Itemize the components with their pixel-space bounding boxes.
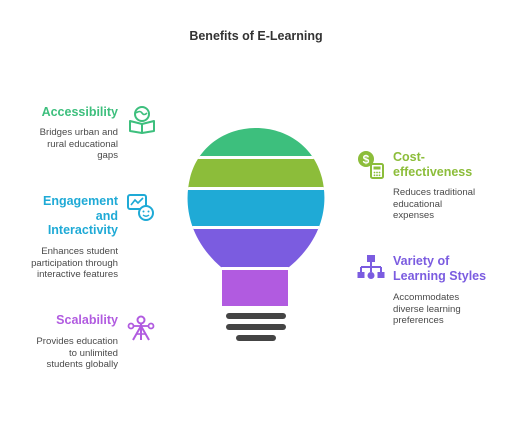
bulb-band-green [187,128,325,158]
scalability-heading: Scalability [56,313,118,327]
bulb-band-purple [187,227,325,269]
cost-effectiveness-description: Reduces traditional educational expenses [393,187,476,221]
bulb-band-magenta [187,268,325,306]
bulb-base-line-2 [226,324,286,330]
engagement-heading: Engagement and Interactivity [42,194,118,237]
bulb-base-line-1 [226,313,286,319]
variety-heading: Variety of Learning Styles [393,254,487,283]
diagram-title: Benefits of E-Learning [189,29,323,43]
bulb-band-lime [187,157,325,189]
network-tower-icon [127,315,155,341]
globe-book-icon [129,106,155,134]
scalability-description: Provides education to unlimited students… [36,336,118,370]
svg-text:$: $ [363,153,370,167]
cost-effectiveness-heading: Cost- effectiveness [393,150,473,179]
bulb-band-blue [187,188,325,228]
interactive-chart-icon [127,194,154,221]
variety-description: Accommodates diverse learning preference… [393,292,461,326]
hierarchy-icon [357,255,385,279]
bulb-base-line-3 [236,335,276,341]
engagement-description: Enhances student participation through i… [31,246,118,280]
accessibility-description: Bridges urban and rural educational gaps [39,127,118,161]
dollar-calculator-icon: $ [358,151,384,179]
accessibility-heading: Accessibility [41,105,118,119]
